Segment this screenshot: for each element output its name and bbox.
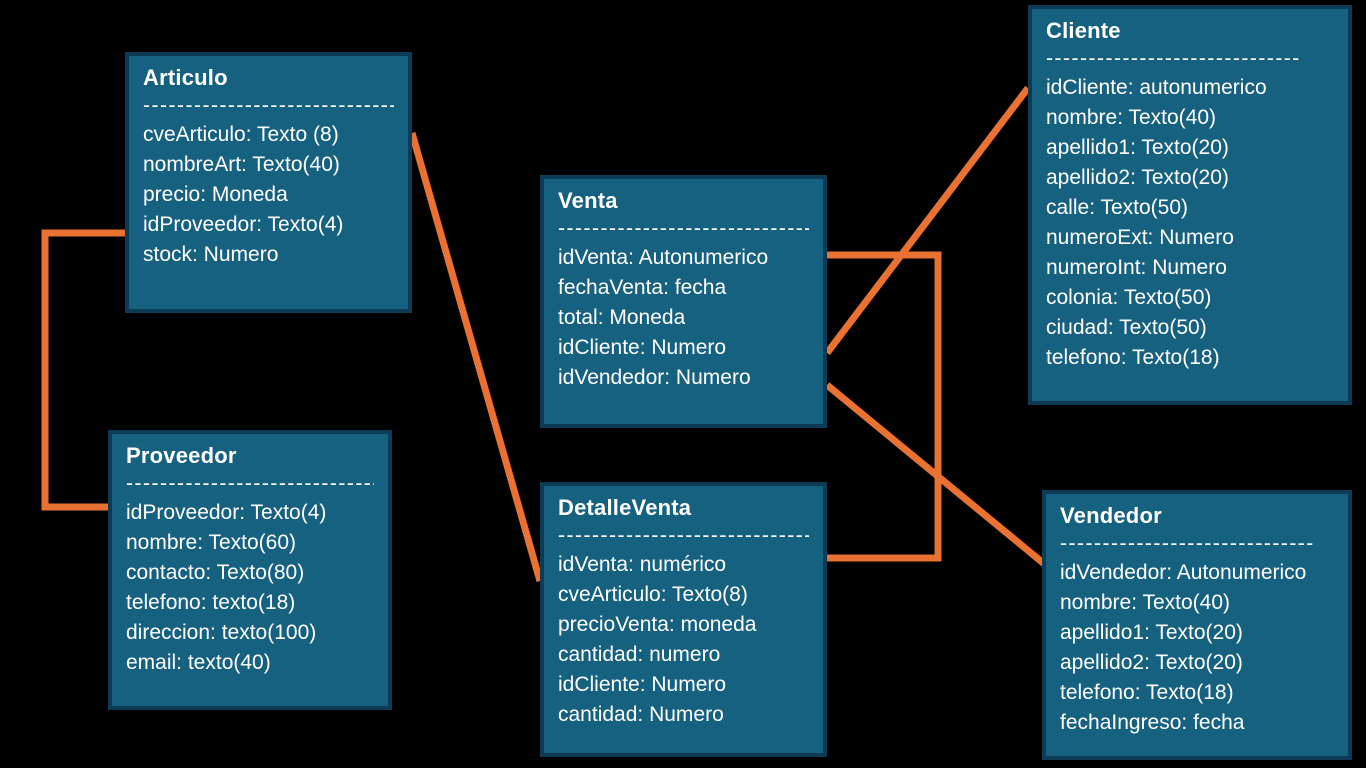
- entity-field: idVenta: numérico: [558, 553, 727, 576]
- entity-separator: ------------------------------: [1060, 532, 1315, 555]
- connector-articulo-proveedor: [41, 229, 125, 511]
- entity-field: nombre: Texto(40): [1046, 106, 1217, 129]
- entity-field: total: Moneda: [558, 306, 686, 329]
- entity-field: idVendedor: Numero: [558, 366, 751, 389]
- entity-field: apellido1: Texto(20): [1046, 136, 1229, 159]
- entity-field: direccion: texto(100): [126, 621, 317, 644]
- entity-title-vendedor: Vendedor: [1060, 503, 1162, 528]
- entity-field: telefono: Texto(18): [1060, 681, 1234, 704]
- entity-field: fechaVenta: fecha: [558, 276, 727, 299]
- entity-separator: ------------------------------: [1046, 47, 1301, 70]
- entity-cliente[interactable]: Cliente ------------------------------ idC…: [1028, 5, 1352, 405]
- entity-field: nombre: Texto(40): [1060, 591, 1231, 614]
- entity-separator: ------------------------------: [143, 94, 394, 117]
- entity-field: idCliente: Numero: [558, 673, 727, 696]
- entity-field: apellido2: Texto(20): [1046, 166, 1229, 189]
- entity-separator: ------------------------------: [126, 472, 374, 495]
- entity-detalleventa[interactable]: DetalleVenta ----------------------------…: [540, 482, 827, 757]
- entity-field: cantidad: numero: [558, 643, 721, 666]
- entity-field: cveArticulo: Texto (8): [143, 123, 339, 146]
- entity-field: email: texto(40): [126, 651, 271, 674]
- entity-field: contacto: Texto(80): [126, 561, 305, 584]
- entity-field: precio: Moneda: [143, 183, 288, 206]
- entity-proveedor[interactable]: Proveedor ------------------------------ i…: [108, 430, 392, 710]
- entity-field: stock: Numero: [143, 243, 279, 266]
- entity-field: ciudad: Texto(50): [1046, 316, 1207, 339]
- entity-field: idCliente: Numero: [558, 336, 727, 359]
- entity-field: cantidad: Numero: [558, 703, 724, 726]
- entity-articulo[interactable]: Articulo ------------------------------ cv…: [125, 52, 412, 313]
- entity-field: nombre: Texto(60): [126, 531, 297, 554]
- entity-title-detalleventa: DetalleVenta: [558, 495, 692, 520]
- entity-field: idCliente: autonumerico: [1046, 76, 1267, 99]
- connector-venta-cliente: [824, 85, 1031, 356]
- entity-title-cliente: Cliente: [1046, 18, 1121, 43]
- entity-field: cveArticulo: Texto(8): [558, 583, 748, 606]
- entity-field: idProveedor: Texto(4): [126, 501, 327, 524]
- entity-field: numeroInt: Numero: [1046, 256, 1227, 279]
- entity-vendedor[interactable]: Vendedor ------------------------------ id…: [1042, 490, 1352, 760]
- entity-field: fechaIngreso: fecha: [1060, 711, 1245, 734]
- connector-venta-detalleventa: [827, 251, 942, 562]
- entity-separator: ------------------------------: [558, 524, 809, 547]
- entity-field: numeroExt: Numero: [1046, 226, 1234, 249]
- entity-field: telefono: texto(18): [126, 591, 296, 614]
- entity-field: apellido1: Texto(20): [1060, 621, 1243, 644]
- entity-field: telefono: Texto(18): [1046, 346, 1220, 369]
- entity-field: idVenta: Autonumerico: [558, 246, 769, 269]
- entity-field: idProveedor: Texto(4): [143, 213, 344, 236]
- entity-title-articulo: Articulo: [143, 65, 228, 90]
- entity-field: precioVenta: moneda: [558, 613, 757, 636]
- entity-title-proveedor: Proveedor: [126, 443, 237, 468]
- entity-field: calle: Texto(50): [1046, 196, 1189, 219]
- connector-articulo-detalleventa: [408, 132, 544, 582]
- connector-venta-vendedor: [824, 382, 1051, 570]
- entity-title-venta: Venta: [558, 188, 618, 213]
- entity-field: colonia: Texto(50): [1046, 286, 1212, 309]
- entity-field: nombreArt: Texto(40): [143, 153, 340, 176]
- entity-separator: ------------------------------: [558, 217, 809, 240]
- entity-venta[interactable]: Venta ------------------------------ idVen…: [540, 175, 827, 428]
- entity-field: idVendedor: Autonumerico: [1060, 561, 1307, 584]
- entity-field: apellido2: Texto(20): [1060, 651, 1243, 674]
